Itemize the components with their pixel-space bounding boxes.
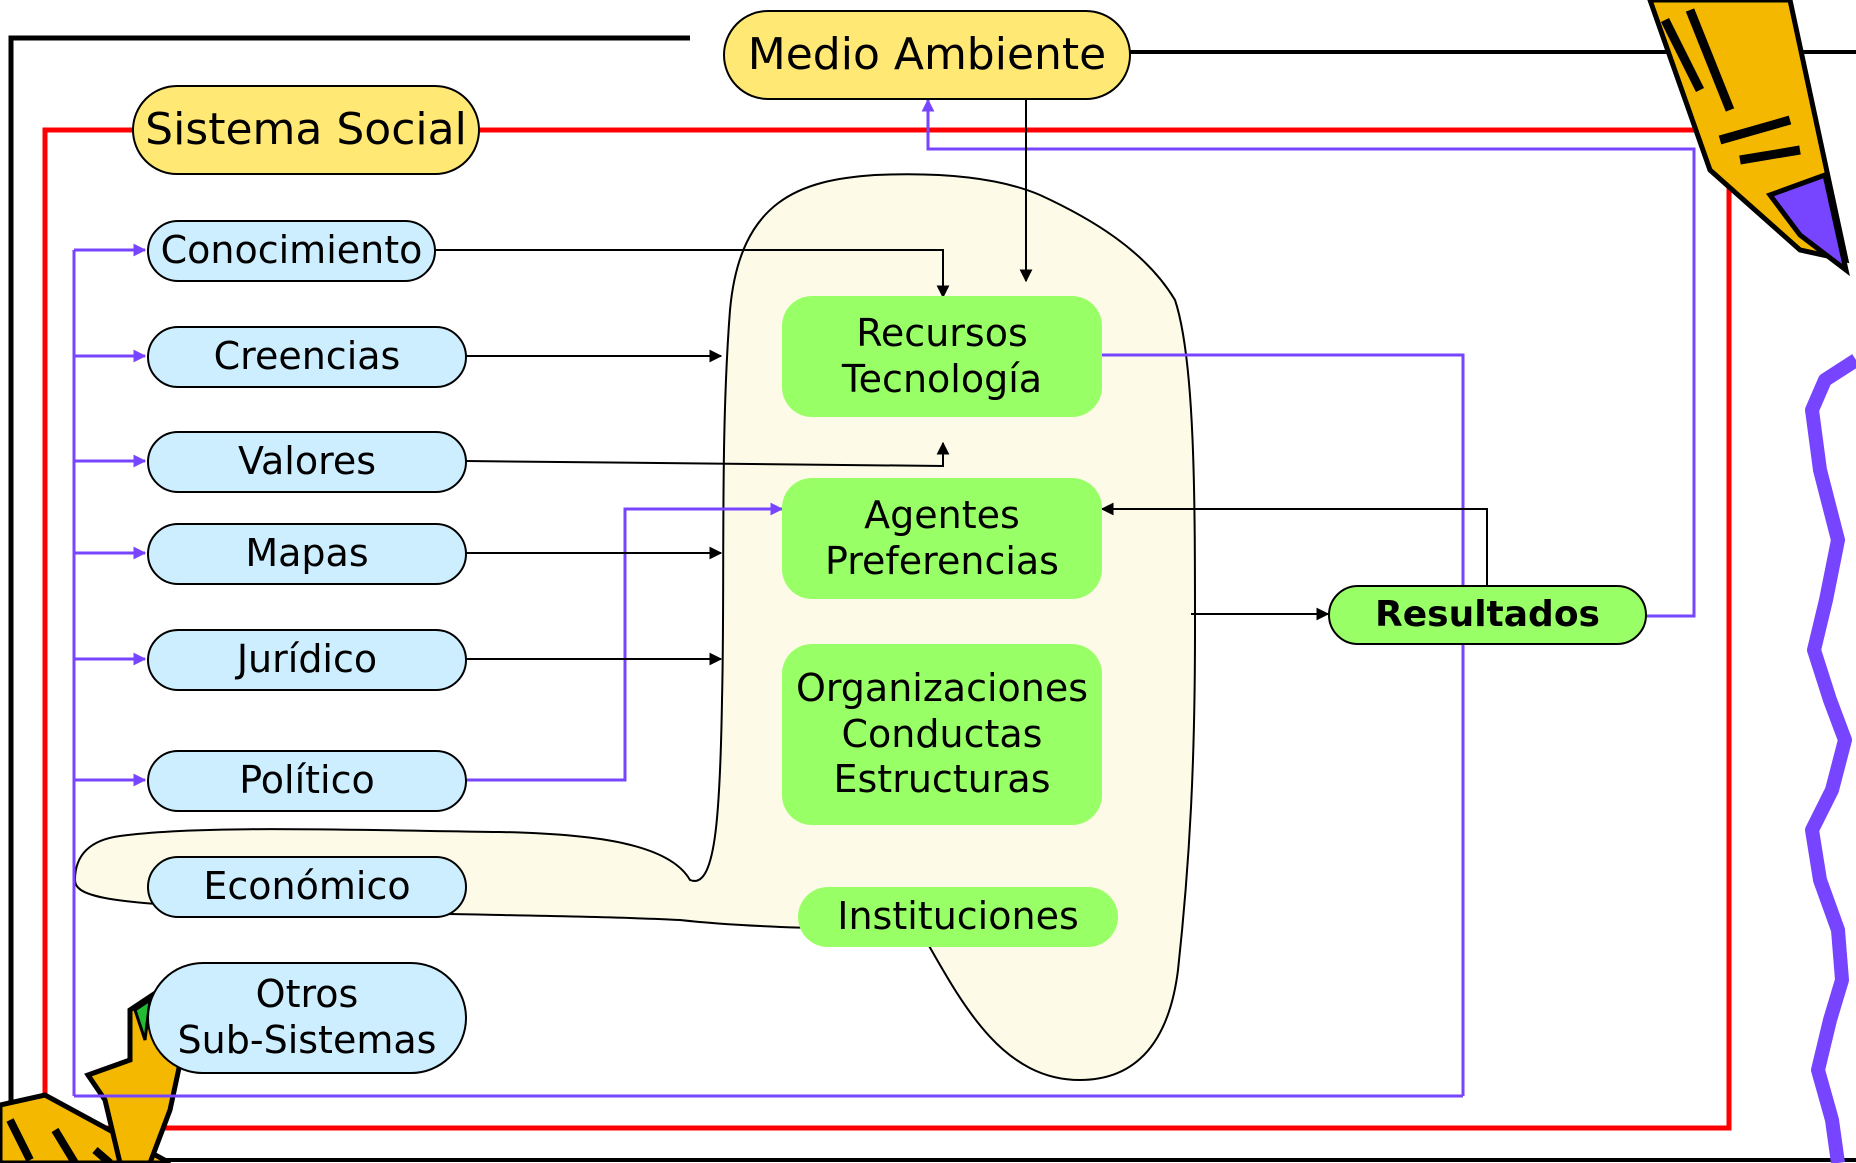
influence-lines: [435, 100, 1488, 666]
pencil-clipart-icon: [1647, 0, 1850, 277]
otros-line-1: Otros: [255, 972, 359, 1017]
core-organizations-label: Organizaciones: [795, 666, 1089, 711]
feedback-lines: [72, 98, 1696, 1098]
subsystem-otros: Otros Sub-Sistemas: [147, 962, 467, 1074]
core-agents-label: Agentes: [864, 492, 1020, 537]
core-preferences-label: Preferencias: [825, 538, 1059, 583]
core-behaviors-label: Conductas: [841, 711, 1043, 756]
core-agents: Agentes Preferencias: [782, 478, 1102, 599]
subsystem-economico: Económico: [147, 856, 467, 918]
results-box: Resultados: [1328, 585, 1647, 645]
social-system-frame: [42, 127, 1732, 1131]
subsystem-valores: Valores: [147, 431, 467, 493]
core-resources: Recursos Tecnología: [782, 296, 1102, 417]
otros-line-2: Sub-Sistemas: [177, 1018, 437, 1062]
core-organizations: Organizaciones Conductas Estructuras: [782, 644, 1102, 825]
subsystem-mapas: Mapas: [147, 523, 467, 585]
subsystem-politico: Político: [147, 750, 467, 812]
core-institutions: Instituciones: [798, 887, 1118, 947]
subsystem-creencias: Creencias: [147, 326, 467, 388]
core-structures-label: Estructuras: [833, 757, 1051, 802]
core-resources-label: Recursos: [856, 310, 1028, 355]
subsystem-juridico: Jurídico: [147, 629, 467, 691]
environment-label: Medio Ambiente: [723, 10, 1131, 100]
subsystem-conocimiento: Conocimiento: [147, 220, 436, 282]
core-technology-label: Tecnología: [841, 356, 1043, 401]
system-label: Sistema Social: [132, 85, 480, 175]
squiggle-decoration: [1805, 354, 1856, 1163]
